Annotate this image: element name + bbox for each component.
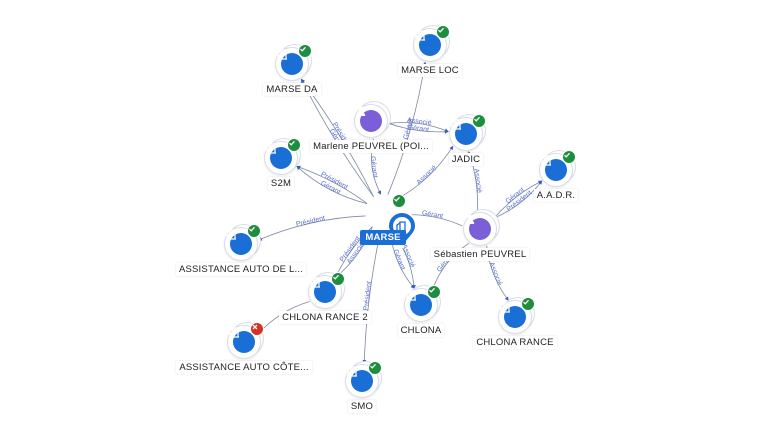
person-icon	[465, 214, 491, 240]
edge-label: Associé	[487, 261, 503, 286]
node-label: MARSE	[293, 230, 473, 245]
node-label: MARSE DA	[202, 83, 382, 96]
check-icon	[331, 272, 345, 286]
building-icon	[310, 277, 336, 303]
graph-edge	[388, 123, 449, 134]
check-icon	[472, 114, 486, 128]
building-icon	[229, 327, 255, 353]
check-icon	[247, 224, 261, 238]
graph-edge	[296, 165, 368, 204]
check-icon	[436, 25, 450, 39]
building-icon	[406, 290, 432, 316]
check-icon	[521, 297, 535, 311]
building-icon	[226, 229, 252, 255]
node-label: JADIC	[376, 153, 556, 166]
edge-label: Gérant	[407, 124, 429, 134]
graph-edge	[257, 215, 366, 241]
node-label: Sébastien PEUVREL	[390, 248, 570, 261]
edge-label: Associé	[416, 165, 439, 187]
node-label: ASSISTANCE AUTO DE L...	[151, 263, 331, 276]
building-icon	[500, 302, 526, 328]
building-icon	[415, 30, 441, 56]
edge-label: Gérant	[369, 156, 379, 178]
graph-edge	[493, 180, 543, 219]
node-circle[interactable]	[499, 301, 531, 333]
graph-edge	[494, 180, 543, 219]
building-icon	[277, 49, 303, 75]
node-label: A.A.D.R.	[466, 189, 646, 202]
closed-icon	[250, 322, 264, 336]
building-icon	[266, 143, 292, 169]
building-icon	[451, 119, 477, 145]
check-icon	[427, 285, 441, 299]
graph-edge	[296, 165, 368, 204]
check-icon	[392, 194, 406, 208]
node-label: S2M	[191, 177, 371, 190]
graph-edge	[388, 122, 449, 133]
check-icon	[287, 138, 301, 152]
node-label: SMO	[272, 400, 452, 413]
node-label: MARSE LOC	[340, 64, 520, 77]
edge-label: Gérant	[421, 210, 443, 221]
node-label: CHLONA RANCE 2	[235, 311, 415, 324]
node-circle[interactable]	[464, 213, 496, 245]
building-icon	[347, 366, 373, 392]
edge-label: Président	[363, 281, 374, 311]
edge-label: Président	[295, 215, 325, 228]
node-label: CHLONA RANCE	[425, 336, 605, 349]
node-circle[interactable]	[355, 105, 387, 137]
node-label: CHLONA	[331, 324, 511, 337]
building-icon	[541, 155, 567, 181]
check-icon	[562, 150, 576, 164]
node-label: Marlene PEUVREL (POI...	[281, 140, 461, 153]
person-icon	[356, 106, 382, 132]
check-icon	[368, 361, 382, 375]
edge-label: Associé	[472, 168, 483, 193]
check-icon	[298, 44, 312, 58]
node-label: ASSISTANCE AUTO CÔTE...	[154, 361, 334, 374]
edge-label: Associé	[407, 117, 432, 127]
